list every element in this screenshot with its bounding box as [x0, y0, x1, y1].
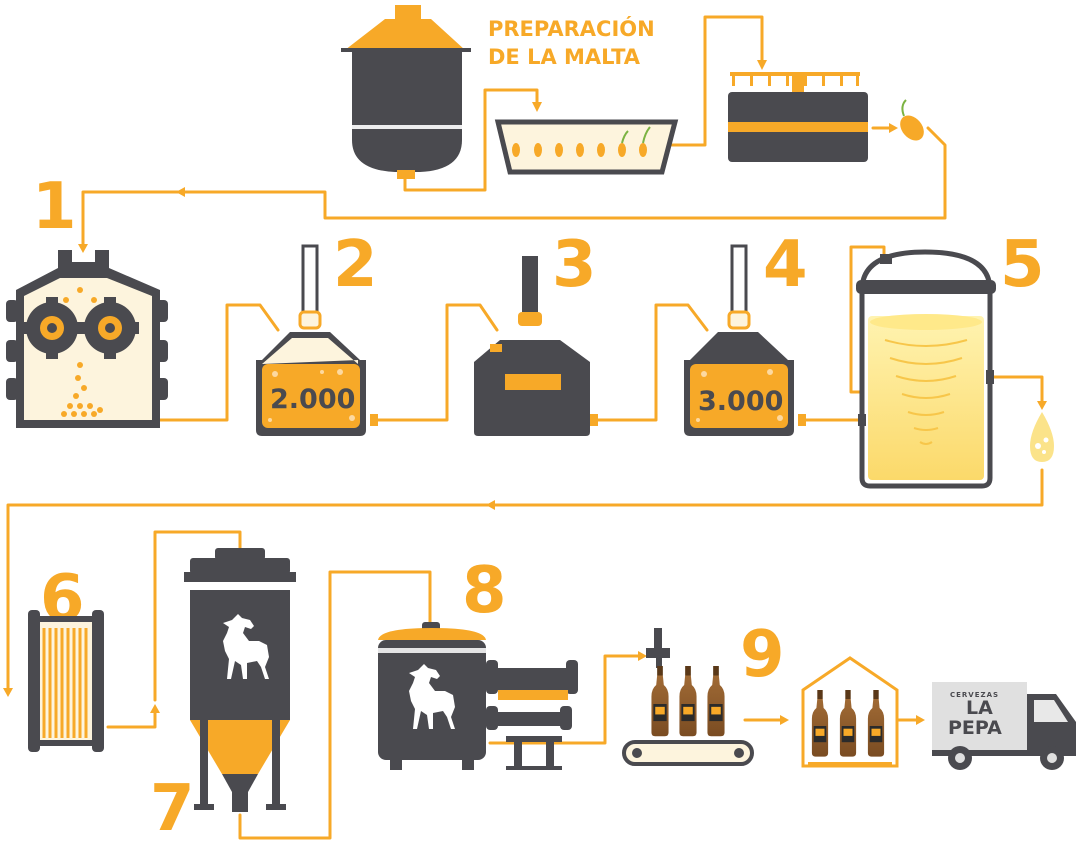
- bottling-line: [622, 628, 754, 766]
- pipe-to-mill: [81, 190, 182, 250]
- step-number-4: 4: [763, 228, 808, 302]
- step-number-7: 7: [150, 772, 195, 843]
- malt-grain-icon: [900, 99, 924, 141]
- truck-logo-line1: LA: [966, 697, 993, 719]
- maturation-tank: [378, 622, 486, 770]
- pipe-to-cooler: [6, 503, 492, 692]
- step-number-5: 5: [1000, 228, 1045, 302]
- germination-tray: [494, 102, 679, 175]
- boil-kettle: [684, 244, 806, 436]
- pipe-malt-return: [183, 126, 947, 220]
- step-number-3: 3: [552, 228, 597, 302]
- step-number-8: 8: [462, 554, 507, 628]
- pipes: [3, 15, 1047, 840]
- pipe-hopper-to-germination: [403, 88, 539, 192]
- gear-icon: [26, 302, 136, 354]
- arrow-icon: [78, 244, 88, 253]
- pipe-7-top: [153, 530, 242, 702]
- storage-house: [801, 656, 899, 768]
- pipe-5-top: [849, 245, 886, 394]
- boil-kettle-label: 3.000: [698, 386, 783, 417]
- truck-logo-line2: PEPA: [948, 717, 1002, 739]
- step-number-2: 2: [333, 228, 378, 302]
- arrow-icon: [916, 715, 925, 725]
- grain-sprouts: [512, 143, 647, 157]
- truck-logo-top: CERVEZAS: [950, 691, 999, 699]
- mash-tun-label: 2.000: [270, 384, 355, 415]
- lauter-tun: [474, 256, 598, 436]
- pipe-return-row: [493, 468, 1044, 507]
- delivery-truck: [932, 682, 1076, 770]
- mill: [6, 250, 168, 428]
- pipe-3-to-4: [588, 303, 709, 422]
- malt-hopper: [341, 5, 471, 179]
- arrow-icon: [1037, 401, 1047, 410]
- whirlpool-tank: [856, 249, 996, 489]
- pipe-6-to-7: [106, 710, 157, 729]
- mash-tun: [256, 244, 378, 436]
- pipe-5-out: [988, 375, 1044, 407]
- arrow-icon: [889, 123, 898, 133]
- pipe-1-to-2: [158, 303, 280, 422]
- vortex: [884, 339, 968, 445]
- malt-title-line1: PREPARACIÓN: [488, 16, 655, 41]
- arrow-icon: [3, 688, 13, 697]
- arrow-icon: [638, 651, 647, 661]
- fermenter: [184, 548, 296, 812]
- pipe-2-to-3: [371, 303, 499, 422]
- pipe-7-to-8: [238, 570, 432, 840]
- step-number-9: 9: [740, 618, 785, 692]
- arrow-icon: [150, 704, 160, 713]
- heat-exchanger: [28, 610, 104, 752]
- malt-title-line2: DE LA MALTA: [488, 45, 641, 69]
- grain-particles: [61, 287, 103, 417]
- arrow-icon: [780, 715, 789, 725]
- filter-unit: [486, 660, 578, 770]
- step-number-1: 1: [32, 170, 77, 244]
- kiln: [728, 60, 868, 162]
- drop-icon: [1030, 412, 1054, 462]
- pipe-germination-to-kiln: [670, 15, 764, 147]
